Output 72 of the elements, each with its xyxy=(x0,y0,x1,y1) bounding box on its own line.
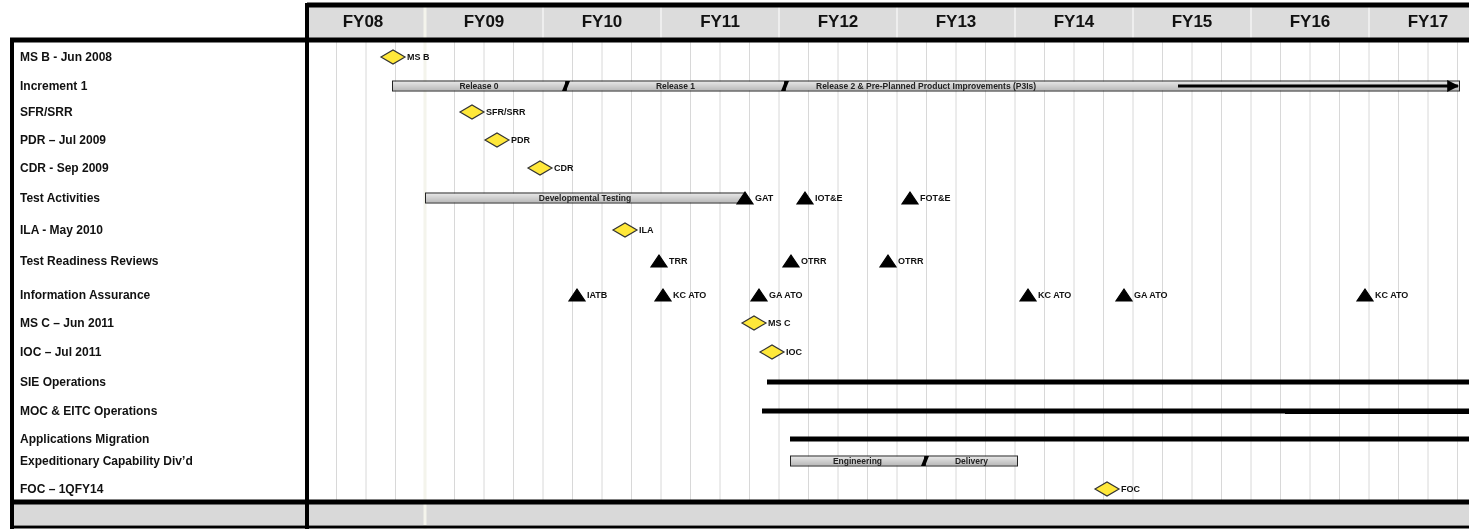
row-label: MS C – Jun 2011 xyxy=(20,316,115,330)
milestone-label: GA ATO xyxy=(1134,290,1168,300)
event-triangle-icon xyxy=(902,192,918,204)
row-label: Expeditionary Capability Div’d xyxy=(20,454,193,468)
event-triangle-icon xyxy=(797,192,813,204)
event-triangle-icon xyxy=(1020,289,1036,301)
milestone-label: IATB xyxy=(587,290,608,300)
fiscal-year-header: FY14 xyxy=(1053,12,1095,32)
fiscal-year-header: FY08 xyxy=(342,12,384,32)
event-triangle-icon xyxy=(1357,289,1373,301)
timeline-bar: Release 0 xyxy=(392,80,566,92)
milestone-label: SFR/SRR xyxy=(486,107,526,117)
milestone-diamond-icon xyxy=(528,161,552,175)
timeline-bar: Delivery xyxy=(925,455,1018,467)
row-label: SIE Operations xyxy=(20,375,107,389)
row-label: Test Activities xyxy=(20,191,101,205)
milestone-label: MS B xyxy=(407,52,430,62)
timeline-bar: Engineering xyxy=(790,455,925,467)
row-label: Test Readiness Reviews xyxy=(20,254,159,268)
milestone-label: PDR xyxy=(511,135,530,145)
event-triangle-icon xyxy=(569,289,585,301)
event-triangle-icon xyxy=(651,255,667,267)
milestone-diamond-icon xyxy=(485,133,509,147)
milestone-label: FOC xyxy=(1121,484,1140,494)
row-label: CDR - Sep 2009 xyxy=(20,161,109,175)
row-label: Information Assurance xyxy=(20,288,151,302)
fiscal-year-header: FY10 xyxy=(581,12,623,32)
milestone-diamond-icon xyxy=(1095,482,1119,496)
fiscal-year-header: FY12 xyxy=(817,12,859,32)
fiscal-year-header: FY17 xyxy=(1407,12,1449,32)
timeline-bar: Release 1 xyxy=(566,80,785,92)
row-label: Applications Migration xyxy=(20,432,150,446)
row-label: Increment 1 xyxy=(20,79,88,93)
milestone-label: KC ATO xyxy=(1375,290,1409,300)
fiscal-year-header: FY15 xyxy=(1171,12,1213,32)
event-triangle-icon xyxy=(737,192,753,204)
row-label: IOC – Jul 2011 xyxy=(20,345,102,359)
row-label: ILA - May 2010 xyxy=(20,223,103,237)
milestone-label: MS C xyxy=(768,318,791,328)
milestone-label: FOT&E xyxy=(920,193,951,203)
row-label: FOC – 1QFY14 xyxy=(20,482,104,496)
event-triangle-icon xyxy=(880,255,896,267)
milestone-label: OTRR xyxy=(801,256,827,266)
timeline-bar: Release 2 & Pre-Planned Product Improvements (P3Is) xyxy=(785,80,1460,92)
milestone-diamond-icon xyxy=(381,50,405,64)
milestone-label: TRR xyxy=(669,256,688,266)
milestone-label: KC ATO xyxy=(1038,290,1072,300)
event-triangle-icon xyxy=(783,255,799,267)
milestone-diamond-icon xyxy=(460,105,484,119)
timeline-bar: Developmental Testing xyxy=(425,192,745,204)
event-triangle-icon xyxy=(655,289,671,301)
milestone-diamond-icon xyxy=(760,345,784,359)
event-triangle-icon xyxy=(1116,289,1132,301)
row-label: MS B - Jun 2008 xyxy=(20,50,113,64)
fiscal-year-header: FY09 xyxy=(463,12,505,32)
milestone-label: ILA xyxy=(639,225,654,235)
milestone-label: GAT xyxy=(755,193,774,203)
fiscal-year-header: FY16 xyxy=(1289,12,1331,32)
event-triangle-icon xyxy=(751,289,767,301)
row-label: PDR – Jul 2009 xyxy=(20,133,107,147)
milestone-label: KC ATO xyxy=(673,290,707,300)
fiscal-year-header: FY13 xyxy=(935,12,977,32)
row-label: MOC & EITC Operations xyxy=(20,404,158,418)
milestone-label: GA ATO xyxy=(769,290,803,300)
row-label: SFR/SRR xyxy=(20,105,73,119)
milestone-label: OTRR xyxy=(898,256,924,266)
milestone-label: IOT&E xyxy=(815,193,843,203)
fiscal-year-header: FY11 xyxy=(700,12,740,32)
milestone-label: IOC xyxy=(786,347,802,357)
milestone-diamond-icon xyxy=(742,316,766,330)
milestone-label: CDR xyxy=(554,163,574,173)
milestone-diamond-icon xyxy=(613,223,637,237)
